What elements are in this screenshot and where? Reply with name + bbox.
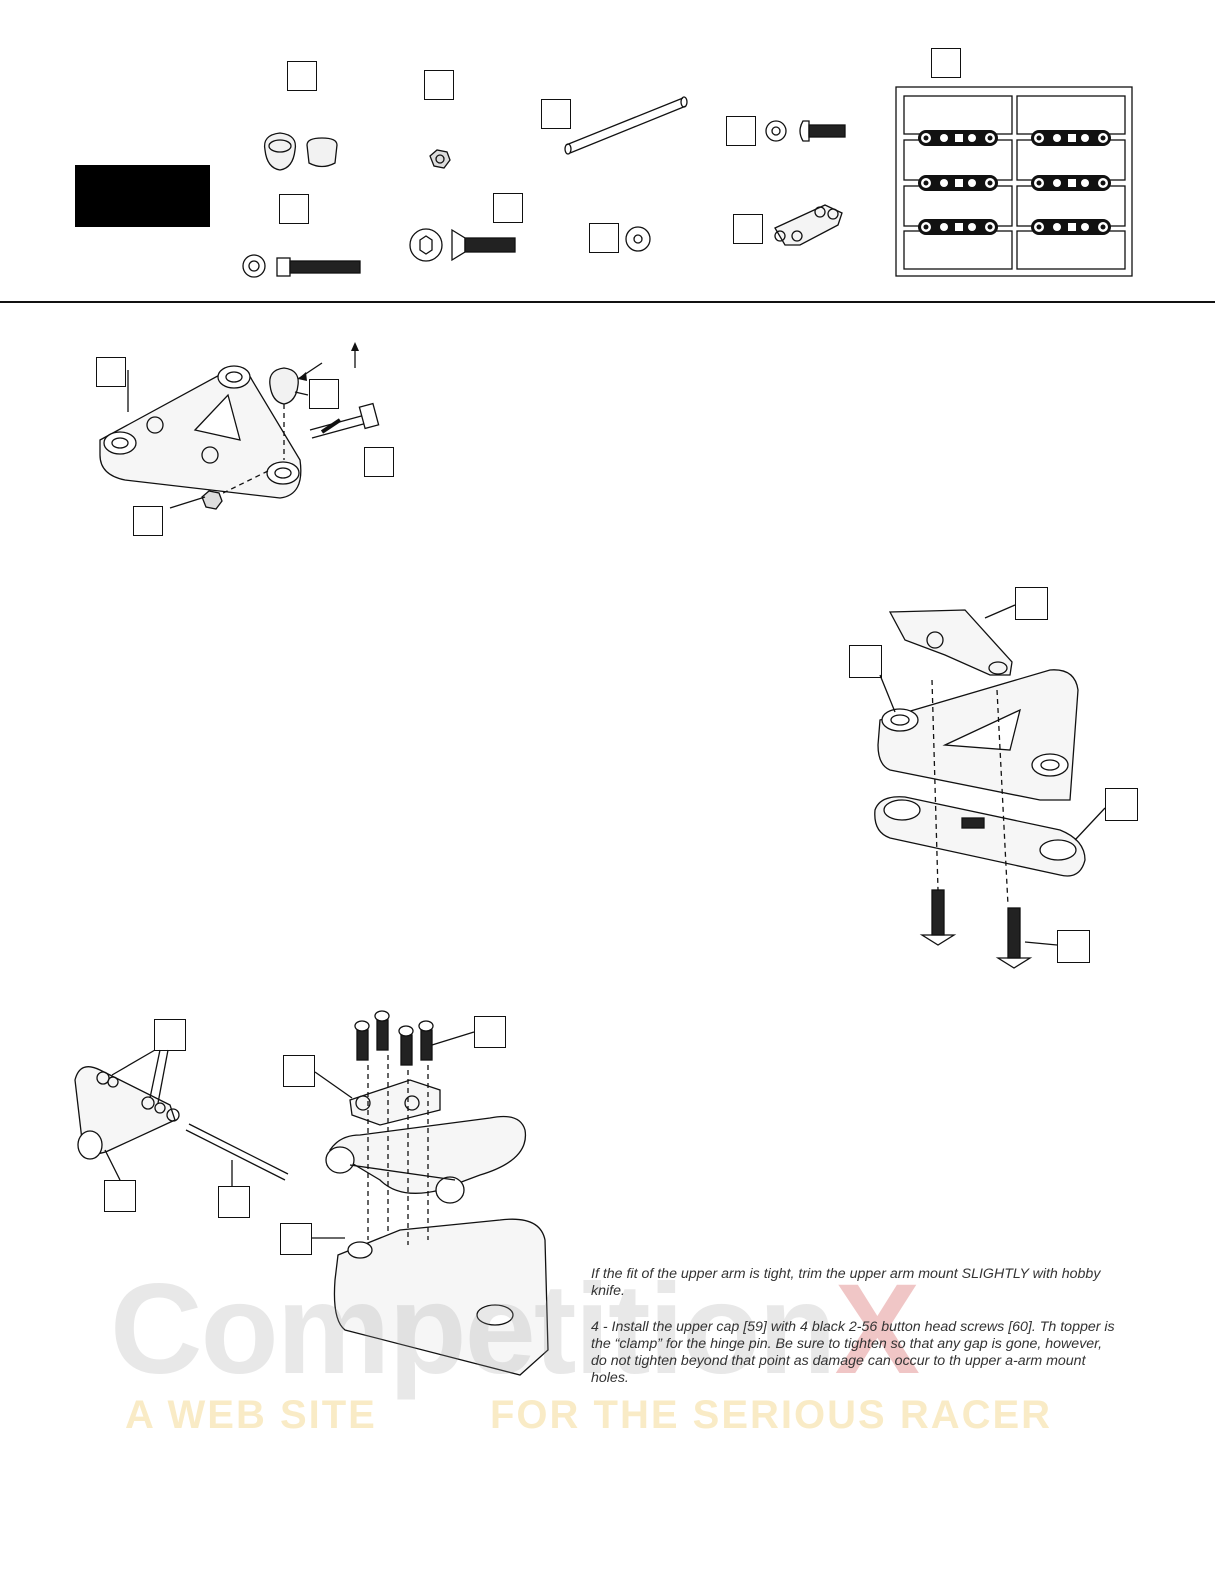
callout-arm-mount bbox=[849, 645, 882, 678]
ball-cup-icon bbox=[263, 132, 338, 171]
part-callout-washer bbox=[589, 223, 619, 253]
watermark-tagline-left: A WEB SITE bbox=[125, 1393, 377, 1437]
part-callout-flat-screw bbox=[493, 193, 523, 223]
watermark-logo: CompetitionX A WEB SITE FOR THE SERIOUS … bbox=[110, 1265, 1110, 1438]
callout-upper-arm bbox=[104, 1180, 136, 1212]
button-screw-icon bbox=[765, 120, 846, 142]
part-callout-hinge-pin bbox=[541, 99, 571, 129]
instruction-fit-note: If the fit of the upper arm is tight, tr… bbox=[591, 1266, 1101, 1299]
watermark-brand-prefix: Comp bbox=[110, 1258, 467, 1401]
instruction-step-4: 4 - Install the upper cap [59] with 4 bl… bbox=[591, 1319, 1115, 1386]
callout-screw bbox=[364, 447, 394, 477]
callout-cap bbox=[283, 1055, 315, 1087]
callout-flat-screws bbox=[1057, 930, 1090, 963]
callout-mount-assembly bbox=[280, 1223, 312, 1255]
part-callout-button-screw bbox=[726, 116, 756, 146]
part-callout-cap-screw bbox=[279, 194, 309, 224]
callout-upper-cap bbox=[1015, 587, 1048, 620]
watermark-brand-x: X bbox=[834, 1258, 920, 1401]
callout-nut bbox=[133, 506, 163, 536]
hinge-pin-icon bbox=[564, 96, 688, 155]
section-header-block bbox=[75, 165, 210, 227]
section-divider bbox=[0, 301, 1215, 303]
watermark-tagline-right: FOR THE SERIOUS RACER bbox=[490, 1393, 1053, 1437]
upper-cap-icon bbox=[774, 204, 843, 246]
callout-upper-mount bbox=[96, 357, 126, 387]
part-callout-locknut bbox=[424, 70, 454, 100]
callout-button-screws bbox=[474, 1016, 506, 1048]
callout-bushings bbox=[154, 1019, 186, 1051]
cap-screw-icon bbox=[242, 254, 361, 278]
watermark-brand: CompetitionX bbox=[110, 1265, 920, 1395]
washer-icon bbox=[625, 226, 651, 252]
part-callout-mount-set bbox=[931, 48, 961, 78]
watermark-brand-middle: etition bbox=[464, 1258, 837, 1401]
flat-screw-icon bbox=[409, 228, 516, 262]
callout-lower-plate bbox=[1105, 788, 1138, 821]
callout-hinge-pin bbox=[218, 1186, 250, 1218]
part-callout-ball-cup bbox=[287, 61, 317, 91]
callout-ball-stud bbox=[309, 379, 339, 409]
locknut-icon bbox=[429, 149, 451, 169]
mount-plate-holes bbox=[918, 130, 1111, 235]
part-callout-upper-cap bbox=[733, 214, 763, 244]
